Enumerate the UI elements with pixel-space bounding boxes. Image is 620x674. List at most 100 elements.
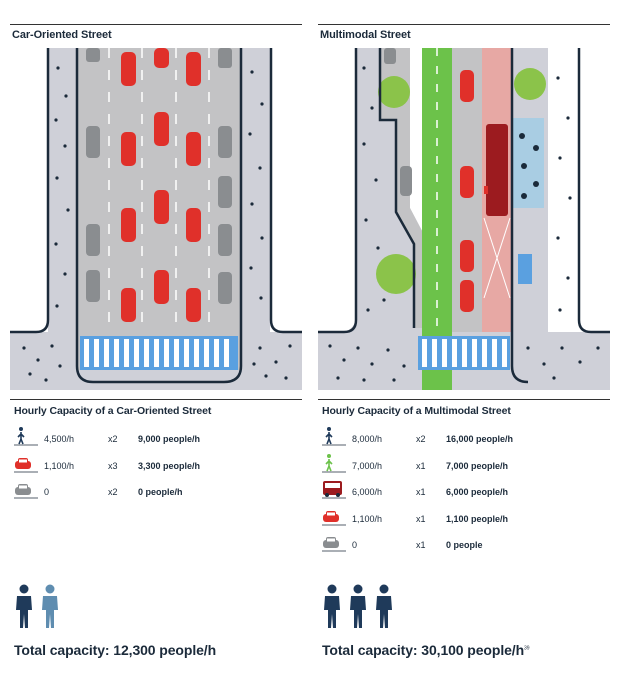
car-oriented-street-illustration	[10, 48, 302, 398]
bottom-margin	[318, 390, 610, 398]
parked-cars	[86, 48, 232, 304]
capacity-title: Hourly Capacity of a Car-Oriented Street	[14, 405, 212, 417]
people-value: 0 people/h	[138, 487, 183, 497]
left-curb-inner	[378, 48, 416, 328]
person-figure-icon	[16, 584, 32, 628]
panel-title: Car-Oriented Street	[12, 29, 112, 41]
rate-value: 7,000/h	[352, 460, 383, 471]
people-value: 16,000 people/h	[446, 434, 514, 444]
bus-icon	[322, 481, 346, 499]
rate-value: 0	[352, 540, 358, 550]
multiplier-value: x1	[416, 460, 426, 471]
capacity-row-bus: 6,000/h x1 6,000 people/h	[318, 479, 610, 506]
rate-value: 4,500/h	[44, 434, 75, 444]
capacity-row-pedestrian: 8,000/h x2 16,000 people/h	[318, 426, 610, 453]
capacity-row-car-moving: 1,100/h x1 1,100 people/h	[318, 506, 610, 533]
panel-title: Multimodal Street	[320, 29, 411, 41]
top-rule	[318, 24, 610, 25]
total-capacity: Total capacity: 30,100 people/h39	[322, 642, 530, 658]
people-value: 6,000 people/h	[446, 487, 509, 497]
person-figure-icon	[324, 584, 340, 628]
people-value: 0 people	[446, 540, 483, 550]
right-curb-outer	[577, 48, 610, 334]
capacity-row-car-parked: 0 x1 0 people	[318, 532, 610, 559]
top-rule	[10, 24, 302, 25]
bottom-margin	[10, 390, 302, 398]
car-oriented-panel: Car-Oriented Street	[10, 0, 310, 674]
people-figures-svg	[324, 584, 392, 628]
bus-shelter	[518, 254, 532, 284]
pedestrian-dots	[22, 66, 292, 382]
cafe-tables	[519, 133, 539, 199]
tree	[376, 254, 416, 294]
capacity-rule	[318, 399, 610, 400]
pedestrian-icon	[14, 427, 38, 446]
rate-value: 6,000/h	[352, 487, 383, 497]
road-curb	[75, 48, 243, 384]
people-figures	[12, 584, 72, 628]
right-sidewalk	[242, 48, 270, 348]
people-value: 9,000 people/h	[138, 434, 201, 444]
pedestrian-icon	[322, 427, 346, 446]
people-value: 1,100 people/h	[446, 513, 509, 524]
multiplier-value: x1	[416, 540, 426, 550]
bus-lane-markings	[483, 217, 511, 299]
person-figure-icon	[350, 584, 366, 628]
people-value: 7,000 people/h	[446, 460, 509, 471]
rate-value: 0	[44, 487, 50, 497]
cyclist-icon	[322, 453, 346, 472]
car-moving-icon	[14, 457, 38, 472]
multiplier-value: x2	[108, 434, 118, 444]
rate-value: 8,000/h	[352, 434, 383, 444]
right-curb	[510, 48, 529, 384]
tree	[514, 68, 546, 100]
multimodal-panel: Multimodal Street	[318, 0, 618, 674]
car-parked-icon	[322, 537, 346, 552]
capacity-row-car-moving: 1,100/h x3 3,300 people/h	[10, 453, 302, 480]
lane-markings	[108, 48, 210, 328]
capacity-row-car-parked: 0 x2 0 people/h	[10, 479, 302, 506]
multiplier-value: x3	[108, 460, 118, 471]
capacity-title: Hourly Capacity of a Multimodal Street	[322, 405, 511, 417]
multiplier-value: x2	[416, 434, 426, 444]
people-figures-svg	[16, 584, 58, 628]
crosswalk-stripes	[422, 339, 507, 367]
bus-detail	[484, 186, 488, 194]
bus	[486, 124, 508, 216]
capacity-row-pedestrian: 4,500/h x2 9,000 people/h	[10, 426, 302, 453]
people-figures	[320, 584, 406, 628]
parked-cars	[384, 48, 412, 196]
crosswalk-stripes	[84, 339, 229, 367]
capacity-rule	[10, 399, 302, 400]
left-margin	[10, 48, 48, 332]
rate-value: 1,100/h	[44, 460, 75, 471]
total-capacity-text: Total capacity: 30,100 people/h	[322, 642, 525, 658]
person-figure-icon	[376, 584, 392, 628]
people-value: 3,300 people/h	[138, 460, 201, 471]
left-curb-outer	[318, 48, 358, 334]
moving-cars	[460, 70, 474, 312]
person-figure-icon	[42, 584, 58, 628]
multiplier-value: x1	[416, 513, 426, 524]
moving-cars	[121, 48, 201, 322]
car-street-svg	[10, 48, 302, 398]
footnote-marker: 39	[524, 645, 530, 652]
right-margin	[270, 48, 302, 332]
multimodal-street-svg	[318, 48, 610, 398]
multiplier-value: x2	[108, 487, 118, 497]
capacity-table: 8,000/h x2 16,000 people/h 7,000/h x1 7,…	[318, 426, 610, 559]
rate-value: 1,100/h	[352, 513, 383, 524]
capacity-table: 4,500/h x2 9,000 people/h 1,100/h x3 3,3…	[10, 426, 302, 506]
multimodal-street-illustration	[318, 48, 610, 398]
tree	[378, 76, 410, 108]
car-moving-icon	[322, 510, 346, 525]
left-curb-outer	[10, 48, 50, 334]
car-parked-icon	[14, 484, 38, 499]
left-sidewalk	[48, 48, 76, 348]
pedestrian-dots	[328, 66, 600, 382]
right-curb-outer	[269, 48, 302, 334]
total-capacity: Total capacity: 12,300 people/h	[14, 642, 217, 658]
multiplier-value: x1	[416, 487, 426, 497]
capacity-row-cyclist: 7,000/h x1 7,000 people/h	[318, 453, 610, 480]
cafe-seating	[512, 118, 544, 208]
